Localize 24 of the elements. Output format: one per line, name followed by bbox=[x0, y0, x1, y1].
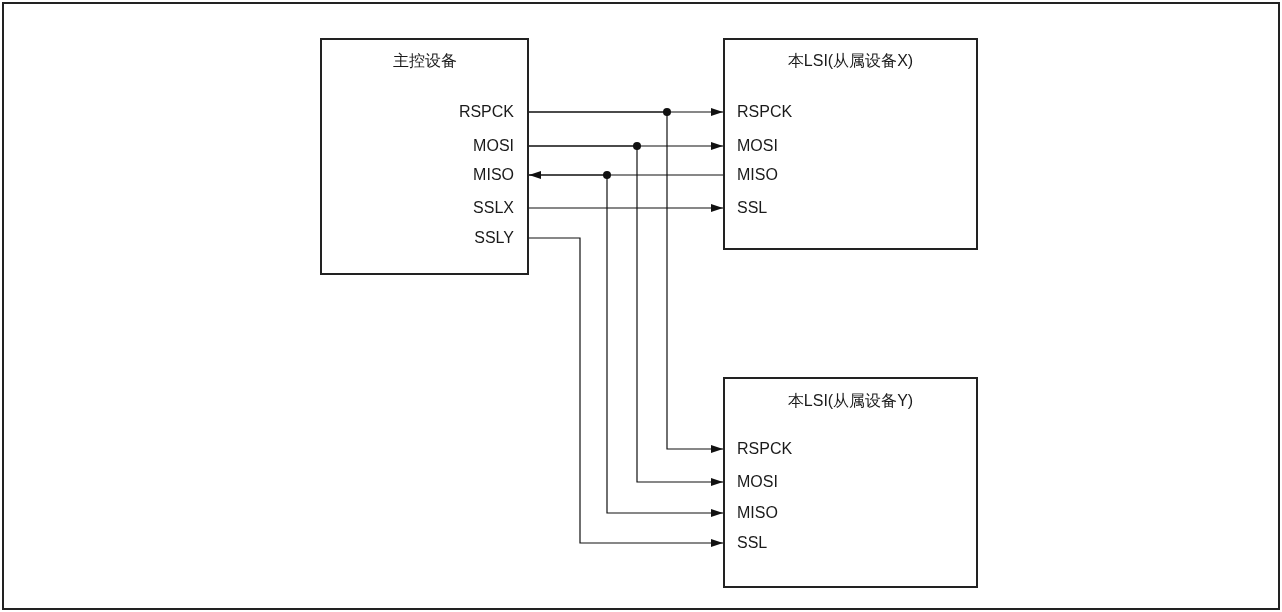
device-title: 主控设备 bbox=[391, 51, 458, 71]
device-box bbox=[723, 377, 978, 588]
pin-label: MOSI bbox=[436, 135, 526, 156]
arrow bbox=[528, 237, 724, 547]
device-box bbox=[723, 38, 978, 250]
pin-label: RSPCK bbox=[725, 438, 815, 459]
device-title: 本LSI(从属设备X) bbox=[786, 51, 915, 71]
device-box bbox=[320, 38, 529, 275]
pin-label: MISO bbox=[436, 164, 526, 185]
arrow bbox=[528, 111, 724, 453]
device-title: 本LSI(从属设备Y) bbox=[786, 391, 915, 411]
pin-label: MISO bbox=[725, 502, 815, 523]
pin-label: MISO bbox=[725, 164, 815, 185]
pin-label: SSL bbox=[725, 197, 815, 218]
arrow bbox=[528, 145, 724, 486]
pin-label: SSLX bbox=[436, 197, 526, 218]
arrow bbox=[528, 174, 724, 517]
arrow bbox=[528, 204, 724, 212]
pin-label: SSLY bbox=[436, 227, 526, 248]
pin-label: SSL bbox=[725, 532, 815, 553]
pin-label: RSPCK bbox=[725, 101, 815, 122]
pin-label: MOSI bbox=[725, 135, 815, 156]
pin-label: RSPCK bbox=[436, 101, 526, 122]
pin-label: MOSI bbox=[725, 471, 815, 492]
